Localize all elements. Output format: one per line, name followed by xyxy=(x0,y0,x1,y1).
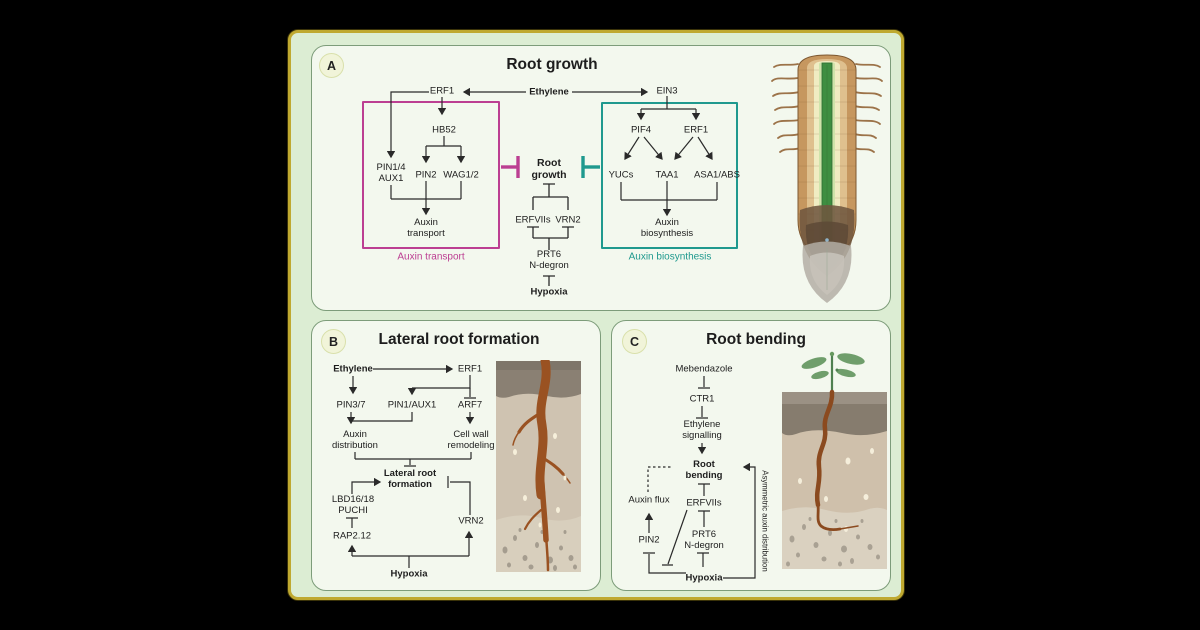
caption-auxin-transport: Auxin transport xyxy=(397,251,465,263)
node-root-growth: Root growth xyxy=(531,156,567,181)
node-ethylene-b: Ethylene xyxy=(333,363,373,375)
node-pin37: PIN3/7 xyxy=(336,399,366,411)
soil-dark-band xyxy=(496,370,581,398)
bending-root xyxy=(814,389,859,531)
node-root-bending: Root bending xyxy=(685,458,723,481)
panel-c-title: Root bending xyxy=(706,331,806,348)
node-prt6-ndegron-c: PRT6 N-degron xyxy=(684,528,724,551)
node-pin2-c: PIN2 xyxy=(638,534,660,546)
root-hairs xyxy=(771,63,883,153)
label-asymmetric-auxin-distribution: Asymmetric auxin distribution xyxy=(760,470,770,572)
node-prt6-ndegron: PRT6 N-degron xyxy=(529,248,569,271)
panel-c-badge: C xyxy=(622,329,647,354)
soil-dark-band xyxy=(782,404,887,436)
node-hypoxia: Hypoxia xyxy=(530,286,568,298)
node-erfviis: ERFVIIs xyxy=(515,214,551,226)
node-vrn2-b: VRN2 xyxy=(458,515,484,527)
node-yucs: YUCs xyxy=(608,169,634,181)
pink-inhibition-tbar xyxy=(501,156,520,178)
teal-inhibition-tbar xyxy=(581,156,600,178)
soil-specks xyxy=(798,448,874,532)
node-hypoxia-b: Hypoxia xyxy=(390,568,428,580)
node-taa1: TAA1 xyxy=(655,169,679,181)
node-cell-wall-remodeling: Cell wall remodeling xyxy=(447,428,495,451)
soil-specks xyxy=(513,433,567,528)
lateral-root-illustration xyxy=(496,360,581,572)
node-hb52: HB52 xyxy=(432,124,456,136)
node-auxin-biosynthesis: Auxin biosynthesis xyxy=(640,216,694,239)
node-erf1-right: ERF1 xyxy=(683,124,709,136)
figure-frame: A Root growth xyxy=(288,30,904,600)
node-ethylene: Ethylene xyxy=(529,86,569,98)
activation-arrows xyxy=(386,87,718,217)
panel-b-connectors xyxy=(346,364,476,568)
pebbles xyxy=(786,517,880,567)
panel-b-title: Lateral root formation xyxy=(378,331,540,348)
node-mebendazole: Mebendazole xyxy=(675,363,733,375)
dotted-auxin-flux-link xyxy=(647,466,673,492)
node-arf7: ARF7 xyxy=(457,399,483,411)
node-asa1-abs: ASA1/ABS xyxy=(694,169,740,181)
panel-a-badge: A xyxy=(319,53,344,78)
taproot xyxy=(512,360,571,572)
node-pin2: PIN2 xyxy=(415,169,437,181)
node-vrn2: VRN2 xyxy=(555,214,581,226)
panel-c-connectors xyxy=(643,376,756,579)
node-auxin-flux: Auxin flux xyxy=(628,494,670,506)
node-ctr1: CTR1 xyxy=(689,393,715,405)
root-bending-illustration xyxy=(782,351,887,569)
node-wag12: WAG1/2 xyxy=(443,169,479,181)
node-hypoxia-c: Hypoxia xyxy=(685,572,723,584)
pathway-lines xyxy=(346,364,476,568)
node-pin1aux1: PIN1/AUX1 xyxy=(387,399,437,411)
plant-shoot xyxy=(801,351,865,392)
node-erf1-left: ERF1 xyxy=(429,85,455,97)
cell-lines xyxy=(798,69,856,231)
node-auxin-distribution: Auxin distribution xyxy=(332,428,378,451)
panel-a-title: Root growth xyxy=(506,56,598,73)
node-lateral-root-formation: Lateral root formation xyxy=(383,467,437,490)
node-auxin-transport: Auxin transport xyxy=(407,216,445,239)
caption-auxin-biosynthesis: Auxin biosynthesis xyxy=(628,251,712,263)
soil-light-band xyxy=(782,507,887,569)
node-lbd-puchi: LBD16/18 PUCHI xyxy=(331,493,375,516)
panel-b-badge: B xyxy=(321,329,346,354)
node-ein3: EIN3 xyxy=(656,85,678,97)
panel-a-connectors xyxy=(386,87,718,286)
panel-c-root-bending: C Root bending Mebendazo xyxy=(611,320,891,591)
node-erfviis-c: ERFVIIs xyxy=(686,497,722,509)
pebbles xyxy=(502,528,577,571)
node-pif4: PIF4 xyxy=(630,124,652,136)
auxin-biosynthesis-box xyxy=(601,102,738,249)
node-pin14-aux1: PIN1/4 AUX1 xyxy=(376,161,406,184)
root-cap-ghost xyxy=(802,241,852,303)
node-rap212: RAP2.12 xyxy=(332,530,372,542)
node-erf1-b: ERF1 xyxy=(457,363,483,375)
node-ethylene-signalling: Ethylene signalling xyxy=(682,418,722,441)
pathway-lines xyxy=(643,376,756,579)
panel-b-lateral-root-formation: B Lateral root formation xyxy=(311,320,601,591)
root-tip-illustration xyxy=(771,54,883,303)
auxin-transport-box xyxy=(362,101,500,249)
inhibition-bars xyxy=(527,183,574,286)
soil-surface-band xyxy=(782,392,887,406)
panel-a-root-growth: A Root growth xyxy=(311,45,891,311)
